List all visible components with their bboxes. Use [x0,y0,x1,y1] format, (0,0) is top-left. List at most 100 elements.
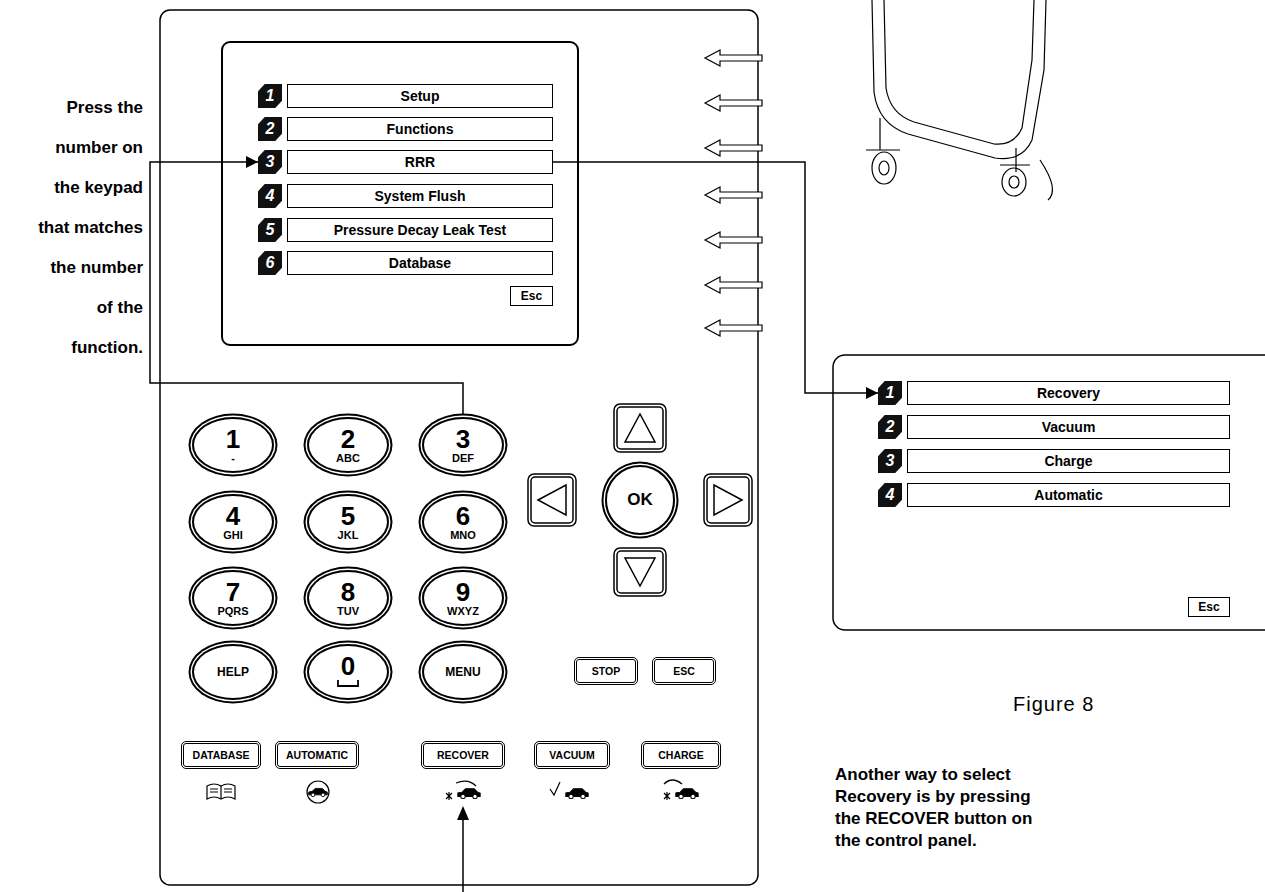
connector-arrow [553,162,878,393]
key-letters: - [231,452,235,464]
button-icons [446,792,452,800]
menu-item: 5 Pressure Decay Leak Test [258,218,553,242]
button-icons [207,784,235,799]
arrow-keys [707,477,749,523]
menu-item: 6Database [258,251,553,275]
keypad-key: 4GHI [192,494,274,550]
key-label: AUTOMATIC [286,749,348,761]
menu-number: 5 [258,218,282,242]
instruction-note: Press the number on the keypad that matc… [33,88,143,368]
key-letters: TUV [337,605,359,617]
panel-button: RECOVER [421,741,505,769]
softkey-arrow [705,140,762,156]
key-digit: 4 [226,503,240,529]
figure-screen [833,355,1265,630]
button-icons [456,781,476,786]
key-digit: 5 [341,503,355,529]
button-icons [220,786,221,799]
key-digit: 6 [456,503,470,529]
key-digit: 8 [341,579,355,605]
arrow-keys [538,485,566,515]
softkey-arrow [705,320,762,336]
machine-cart [872,0,1046,159]
menu-number: 1 [878,381,902,405]
button-icons [676,789,698,799]
button-icons [664,780,682,784]
key-label: HELP [217,665,249,679]
menu-item: 1 Setup [258,84,553,108]
panel-button: VACUUM [534,741,610,769]
panel-button: ESC [652,657,716,685]
softkey-arrow [705,277,762,293]
key-digit: 7 [226,579,240,605]
key-letters: PQRS [217,605,248,617]
menu-label-box: Functions [287,117,553,141]
space-symbol [338,680,358,686]
button-icons [309,788,328,796]
menu-label: Pressure Decay Leak Test [334,222,507,238]
key-digit: 0 [341,653,355,679]
softkey-arrow [705,50,762,336]
machine-cart [866,0,1053,200]
menu-label-box: Setup [287,84,553,108]
key-label: STOP [592,665,620,677]
menu-number: 2 [878,415,902,439]
menu-label-box: Database [287,251,553,275]
control-panel-housing [222,42,578,345]
menu-label: Recovery [1037,385,1100,401]
key-label: ESC [673,665,695,677]
leader-arrow [457,806,469,892]
menu-label: Database [389,255,451,271]
button-icons [210,789,232,792]
key-label: RECOVER [437,749,489,761]
menu-label-box: System Flush [287,184,553,208]
arrow-keys [528,474,576,526]
menu-number: 3 [878,449,902,473]
keypad-key: 8TUV [307,570,389,626]
menu-label: Setup [401,88,440,104]
space-symbol [338,680,358,686]
softkey-arrow [705,187,762,203]
arrow-keys [704,474,752,526]
keypad-key: 3DEF [422,417,504,473]
menu-item: 2 Functions [258,117,553,141]
keypad-key: 2ABC [307,417,389,473]
menu-number: 1 [258,84,282,108]
key-label: CHARGE [658,749,704,761]
keypad-key: 7PQRS [192,570,274,626]
menu-label-box: RRR [287,150,553,174]
menu-number: 4 [258,184,282,208]
button-icons [207,780,698,803]
figure-caption: Figure 8 [1013,692,1163,716]
menu-label-box: Pressure Decay Leak Test [287,218,553,242]
button-icons [307,781,329,803]
arrow-keys [625,558,655,586]
button-icons [458,789,480,799]
machine-cart [1002,168,1026,196]
menu-label: Functions [387,121,454,137]
key-letters: GHI [223,529,243,541]
keypad-key: 0 [307,644,389,700]
arrow-keys [528,404,752,596]
key-digit: 3 [456,426,470,452]
button-icons [550,782,560,795]
ok-key: OK [605,465,675,535]
instruction-note: Another way to select Recovery is by pre… [835,764,1050,852]
softkey-arrow [705,232,762,248]
key-letters: JKL [338,529,359,541]
menu-label-box: Vacuum [907,415,1230,439]
menu-number: 2 [258,117,282,141]
key-label: OK [627,490,653,510]
keypad-key: 5JKL [307,494,389,550]
menu-item: 1 Recovery [878,381,1230,405]
key-letters: DEF [452,452,474,464]
machine-cart [880,118,1016,172]
button-icons [664,792,670,800]
menu-label: System Flush [374,188,465,204]
key-letters: MNO [450,529,476,541]
key-label: DATABASE [193,749,250,761]
key-letters: WXYZ [447,605,479,617]
menu-label: Automatic [1034,487,1102,503]
key-letters: ABC [336,452,360,464]
